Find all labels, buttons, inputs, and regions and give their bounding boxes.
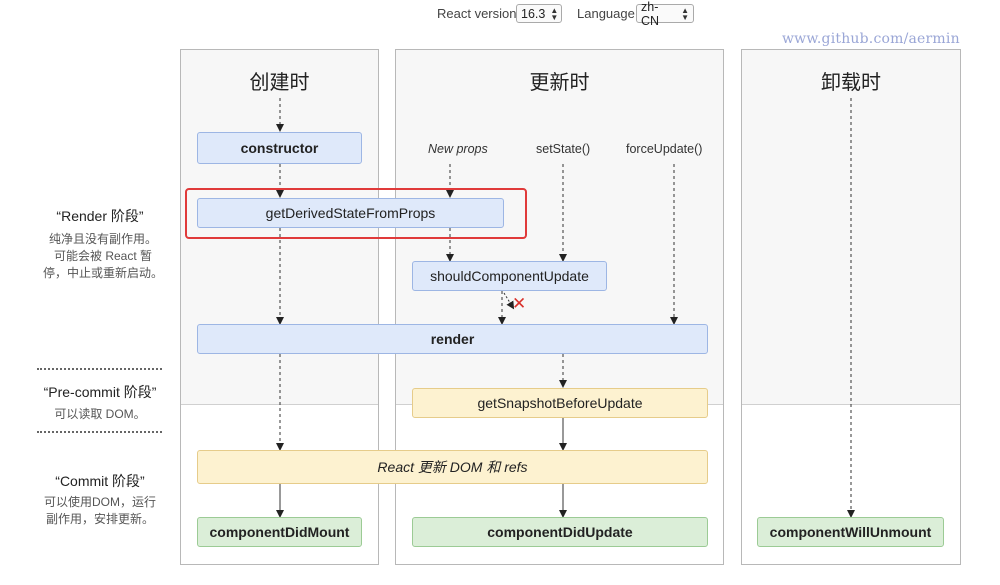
language-value: zh-CN [641,0,660,28]
node-component-will-unmount[interactable]: componentWillUnmount [757,517,944,547]
node-constructor[interactable]: constructor [197,132,362,164]
phase-desc-commit: 可以使用DOM，运行 副作用，安排更新。 [44,495,156,526]
node-render[interactable]: render [197,324,708,354]
phase-title-commit: “Commit 阶段” [55,473,145,489]
phase-desc-precommit: 可以读取 DOM。 [54,407,146,421]
react-version-select[interactable]: 16.3 ▲▼ [516,4,562,23]
column-title-update: 更新时 [529,72,590,94]
trigger-set-state: setState() [536,142,591,156]
node-get-snapshot-before-update[interactable]: getSnapshotBeforeUpdate [412,388,708,418]
trigger-new-props: New props [428,142,488,156]
x-mark-icon: ✕ [512,294,527,313]
react-version-label: React version [437,6,517,21]
highlight-box [185,188,527,239]
watermark-link: www.github.com/aermin [782,31,960,47]
node-react-update-dom[interactable]: React 更新 DOM 和 refs [197,450,708,484]
trigger-force-update: forceUpdate() [626,142,703,156]
phase-divider [37,431,162,433]
react-version-value: 16.3 [521,6,546,21]
column-title-unmount: 卸载时 [821,72,881,94]
column-title-mount: 创建时 [249,72,310,94]
phase-desc-render: 纯净且没有副作用。 可能会被 React 暂 停，中止或重新启动。 [42,232,163,280]
select-arrows-icon: ▲▼ [550,5,559,22]
language-select[interactable]: zh-CN ▲▼ [636,0,694,28]
node-get-derived-state-from-props[interactable]: getDerivedStateFromProps [197,198,504,228]
language-label: Language [577,6,635,21]
phase-divider [37,368,162,370]
phase-title-precommit: “Pre-commit 阶段” [43,384,157,400]
node-should-component-update[interactable]: shouldComponentUpdate [412,261,607,291]
node-component-did-mount[interactable]: componentDidMount [197,517,362,547]
select-arrows-icon: ▲▼ [681,5,689,22]
node-component-did-update[interactable]: componentDidUpdate [412,517,708,547]
phase-title-render: “Render 阶段” [56,208,144,224]
